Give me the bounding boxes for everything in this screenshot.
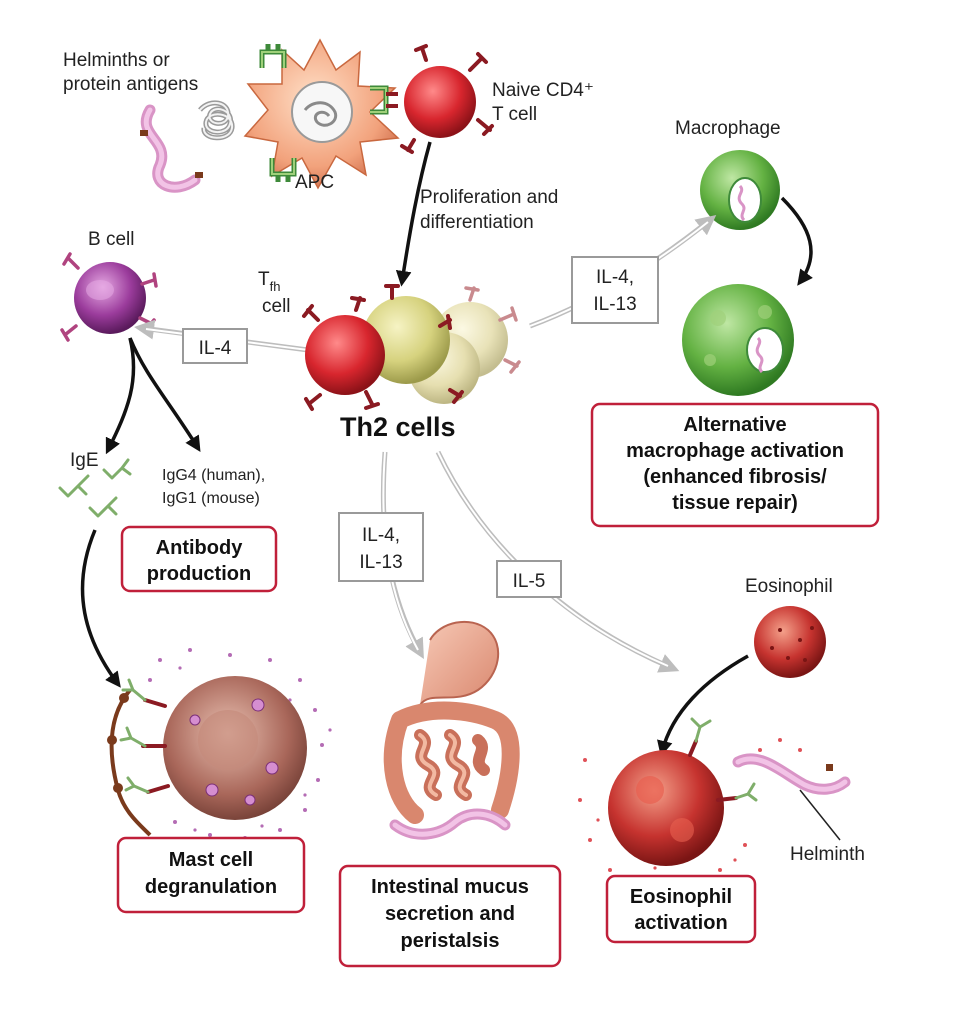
b-cell-label: B cell <box>88 229 134 250</box>
macrophage-outcome-line4: tissue repair) <box>672 492 798 514</box>
apc-label: APC <box>295 172 334 193</box>
macrophage-cell <box>700 150 780 230</box>
intestinal-outcome-line1: Intestinal mucus <box>371 876 529 898</box>
eosinophil-outcome-box <box>605 874 757 944</box>
th2-cell-cluster <box>302 284 521 411</box>
il4-il13-gut-box <box>338 512 424 582</box>
ige-label: IgE <box>70 450 99 471</box>
intestinal-outcome-line2: secretion and <box>385 903 515 925</box>
helminth-antigen-icon <box>140 104 203 193</box>
proliferation-label-line1: Proliferation and <box>420 187 558 208</box>
macrophage-label: Macrophage <box>675 118 781 139</box>
macrophage-activation-outcome-box <box>590 402 880 528</box>
mast-cell <box>107 648 332 840</box>
eosinophil-activation-arrow <box>657 654 749 757</box>
naive-t-cell-label-line2: T cell <box>492 104 537 125</box>
eosinophil-helminth-icon <box>732 753 851 841</box>
macrophage-activation-arrow <box>780 196 813 286</box>
igg-label-line1: IgG4 (human), <box>162 467 265 484</box>
eosinophil-label: Eosinophil <box>745 576 833 597</box>
igg-arrow <box>128 337 201 453</box>
gut-helminth-icon <box>389 808 511 840</box>
eosinophil-outcome-line2: activation <box>634 912 727 934</box>
il4-il13-macrophage-line2: IL-13 <box>593 294 636 315</box>
antibody-outcome-line1: Antibody <box>156 537 244 559</box>
igg-label-line2: IgG1 (mouse) <box>162 490 260 507</box>
eosinophil-outcome-line1: Eosinophil <box>630 886 732 908</box>
activated-eosinophil-cell <box>578 717 802 882</box>
il4-bcell-box <box>182 328 248 364</box>
protein-antigen-icon <box>198 100 235 141</box>
intestinal-outcome-line3: peristalsis <box>401 930 500 952</box>
helminth-label: Helminth <box>790 844 865 865</box>
mast-cell-outcome-box <box>116 836 306 914</box>
il5-label: IL-5 <box>513 571 546 592</box>
proliferation-arrow <box>395 141 432 287</box>
tfh-cell-label: cell <box>262 296 291 317</box>
naive-t-cell <box>400 44 494 154</box>
mast-outcome-line2: degranulation <box>145 876 277 898</box>
mast-cell-arrow <box>80 529 121 688</box>
intestine-icon <box>383 620 520 824</box>
macrophage-outcome-line3: (enhanced fibrosis/ <box>643 466 827 488</box>
il4-il13-macrophage-line1: IL-4, <box>596 267 634 288</box>
activated-macrophage-cell <box>682 284 794 396</box>
apc-cell <box>243 38 400 190</box>
antibody-outcome-box <box>120 525 278 593</box>
b-cell <box>60 252 158 342</box>
th2-cells-title: Th2 cells <box>340 412 456 442</box>
ige-antibody-icons <box>58 458 132 518</box>
il4-il13-macrophage-box <box>571 256 659 324</box>
ige-arrow <box>105 337 136 455</box>
macrophage-outcome-line1: Alternative <box>683 414 786 436</box>
macrophage-outcome-line2: macrophage activation <box>626 440 844 462</box>
il4-il13-gut-line1: IL-4, <box>362 525 400 546</box>
il5-box <box>496 560 562 598</box>
proliferation-label-line2: differentiation <box>420 212 534 233</box>
antibody-outcome-line2: production <box>147 563 251 585</box>
helminths-label-line1: Helminths or <box>63 50 170 71</box>
naive-t-cell-label-line1: Naive CD4⁺ <box>492 80 594 101</box>
eosinophil-cell <box>754 606 826 678</box>
il4-il13-gut-line2: IL-13 <box>359 552 402 573</box>
mast-outcome-line1: Mast cell <box>169 849 253 871</box>
tfh-label: Tfh <box>258 269 280 294</box>
intestinal-outcome-box <box>338 864 562 968</box>
mhc-receptor-icon <box>259 44 398 182</box>
il4-bcell-label: IL-4 <box>199 338 232 359</box>
helminths-label-line2: protein antigens <box>63 74 198 95</box>
